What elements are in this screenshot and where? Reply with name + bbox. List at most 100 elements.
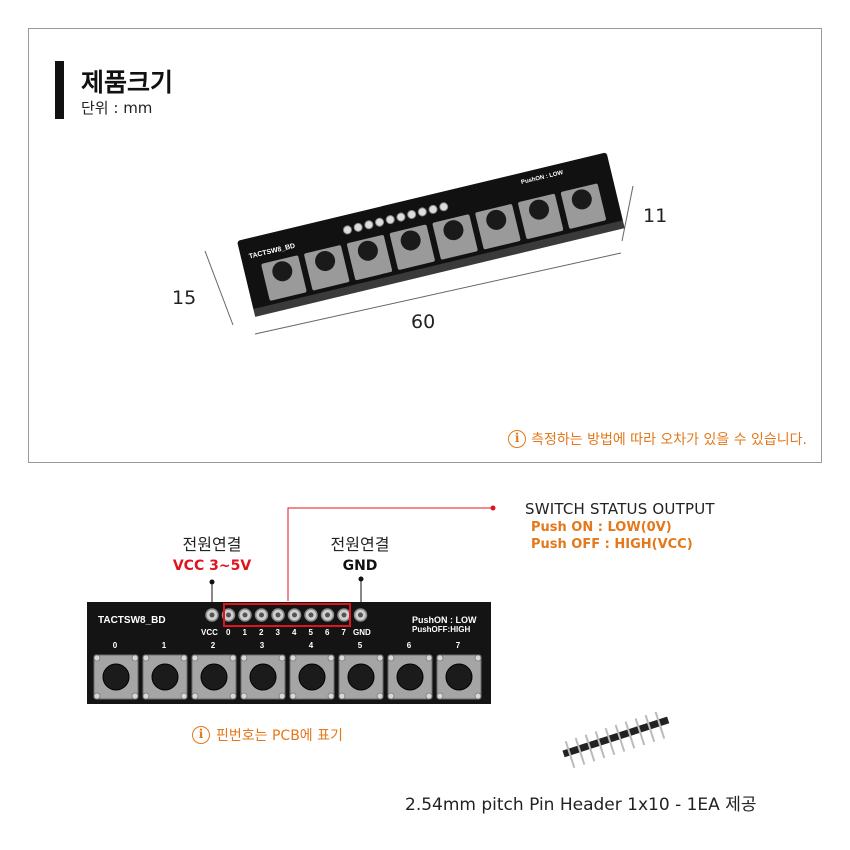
header-pin <box>634 718 646 746</box>
pin-number: 2 <box>259 628 264 637</box>
pin-hole-center <box>275 612 281 618</box>
switch-pin <box>229 692 237 700</box>
pin-hole-center <box>325 612 330 618</box>
gnd-callout-dot <box>358 576 364 582</box>
switch-pin <box>278 692 286 700</box>
gnd-label-title: 전원연결 <box>330 535 390 554</box>
tact-switch-cap <box>249 663 277 691</box>
pin-number: 0 <box>226 628 231 637</box>
button-number: 7 <box>456 641 461 650</box>
switch-pin <box>289 654 297 662</box>
pin-number: 6 <box>325 628 330 637</box>
switch-pin <box>93 692 101 700</box>
dim-depth: 11 <box>643 205 668 227</box>
switch-status-output: SWITCH STATUS OUTPUT Push ON : LOW(0V) P… <box>525 500 715 552</box>
switch-pin <box>327 692 335 700</box>
pin-hole <box>320 608 335 622</box>
vcc-callout-dot <box>209 579 215 585</box>
tact-switch-body <box>93 654 139 700</box>
pin-hole <box>221 608 236 622</box>
switch-pin <box>142 654 150 662</box>
dim-line-length <box>254 252 622 335</box>
size-box: 제품크기 단위 : mm TACTSW8_BD PushON : LOW <box>28 28 822 463</box>
button-number: 4 <box>309 641 314 650</box>
pin-number: 5 <box>309 628 314 637</box>
header-pin <box>564 740 576 769</box>
switch-pin <box>191 692 199 700</box>
tact-switch-cap <box>445 663 473 691</box>
pin-hole <box>353 608 368 622</box>
tact-switch-body <box>387 654 433 700</box>
pin-hole-center <box>242 612 248 618</box>
pin-hole <box>238 608 252 622</box>
switch-pin <box>376 692 384 700</box>
switch-pin <box>376 654 384 662</box>
header-pin <box>574 737 586 765</box>
header-pin <box>604 727 616 756</box>
output-pins-highlight <box>223 603 351 627</box>
tact-switch-body <box>289 654 335 700</box>
pin-gnd-label: GND <box>353 628 371 637</box>
switch-pin <box>436 654 444 662</box>
header-pin <box>594 731 606 759</box>
board-angled-image: TACTSW8_BD PushON : LOW <box>204 152 634 335</box>
pin-number: 7 <box>342 628 347 637</box>
button-number: 6 <box>407 641 412 650</box>
gnd-label-value: GND <box>342 558 378 574</box>
tact-switch-cap <box>102 663 130 691</box>
header-pin <box>614 724 626 752</box>
pin-number-note: i 핀번호는 PCB에 표기 <box>192 725 343 745</box>
pin-header-image <box>562 711 670 769</box>
dim-line-height <box>204 250 234 326</box>
switch-pin <box>387 692 395 700</box>
tact-switch-cap <box>396 663 424 691</box>
pcb-angled: TACTSW8_BD PushON : LOW <box>237 152 625 317</box>
pin-hole <box>205 608 219 622</box>
measurement-note: i 측정하는 방법에 따라 오차가 있을 수 있습니다. <box>508 429 807 449</box>
pin-hole-center <box>259 612 264 618</box>
switch-pin <box>240 692 248 700</box>
button-number: 1 <box>162 641 167 650</box>
switch-pin <box>425 692 433 700</box>
switch-pin <box>180 692 188 700</box>
pcb-front <box>87 602 491 704</box>
switch-pin <box>338 692 346 700</box>
switch-status-on: Push ON : LOW(0V) <box>531 520 672 535</box>
unit-label: 단위 : mm <box>81 99 153 117</box>
switch-status-off: Push OFF : HIGH(VCC) <box>531 537 693 552</box>
pin-number: 3 <box>276 628 281 637</box>
switch-pin <box>474 692 482 700</box>
header-pin <box>584 734 596 762</box>
switch-pin <box>425 654 433 662</box>
dim-line-depth <box>621 185 634 242</box>
tact-switch-cap <box>347 663 375 691</box>
switch-pin <box>278 654 286 662</box>
switch-pin <box>474 654 482 662</box>
header-pin <box>624 721 636 749</box>
switch-pin <box>240 654 248 662</box>
switch-status-title: SWITCH STATUS OUTPUT <box>525 500 715 518</box>
tact-switch-cap <box>151 663 179 691</box>
pin-hole-center <box>209 612 215 618</box>
pin-hole-center <box>308 612 314 618</box>
pin-hole-center <box>292 612 297 618</box>
switch-pin <box>131 654 139 662</box>
title-accent-bar <box>55 61 64 119</box>
pin-hole-center <box>341 612 347 618</box>
pin-number: 1 <box>243 628 248 637</box>
switch-pin <box>131 692 139 700</box>
pin-hole-center <box>226 612 231 618</box>
info-circle-icon: i <box>508 430 527 448</box>
pin-hole <box>271 608 285 622</box>
tact-switch-cap <box>200 663 228 691</box>
tact-switch-body <box>142 654 188 700</box>
pin-hole <box>287 608 302 622</box>
tact-switch-body <box>240 654 286 700</box>
info-circle-icon: i <box>192 726 210 744</box>
switch-pin <box>387 654 395 662</box>
header-pin <box>644 714 656 743</box>
header-pin <box>654 711 666 739</box>
switch-pin <box>180 654 188 662</box>
